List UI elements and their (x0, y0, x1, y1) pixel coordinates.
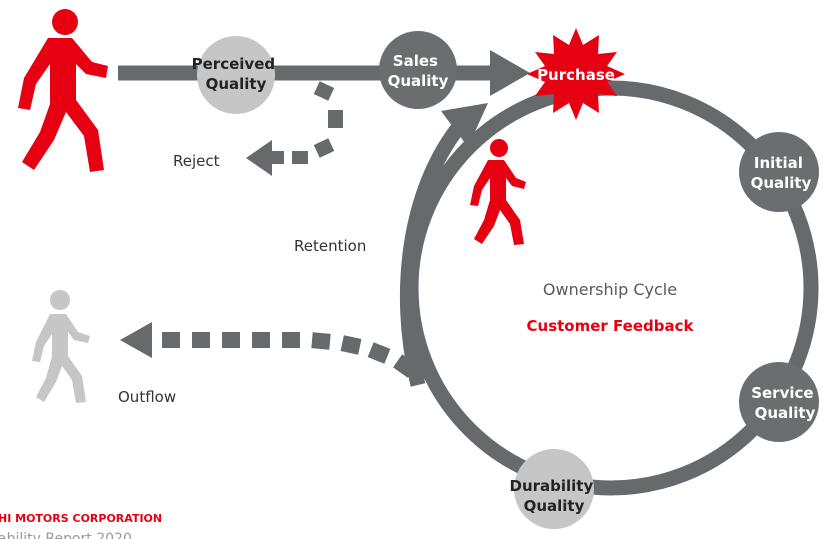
svg-text:Initial Quality: Initial Quality (751, 154, 812, 192)
outflow-label: Outflow (118, 388, 176, 406)
perceived-quality-node (197, 36, 275, 114)
service-quality-label-2: Quality (755, 404, 816, 422)
reject-arrow (246, 81, 343, 176)
svg-text:Perceived Quality: Perceived Quality (192, 55, 281, 93)
initial-quality-label-2: Quality (751, 174, 812, 192)
sales-quality-label-2: Quality (388, 72, 449, 90)
reject-label: Reject (173, 152, 220, 170)
walking-person-icon-large (18, 9, 108, 172)
retention-arrow (399, 123, 464, 387)
footer-company: HI MOTORS CORPORATION (0, 512, 162, 525)
svg-text:Durability Quality: Durability Quality (510, 477, 599, 515)
walking-person-icon-small (470, 139, 526, 245)
starburst-icon (527, 28, 625, 120)
svg-text:Service Quality: Service Quality (751, 384, 819, 422)
durability-quality-label-1: Durability (510, 477, 594, 495)
service-quality-label-1: Service (751, 384, 813, 402)
perceived-quality-label-1: Perceived (192, 55, 275, 73)
durability-quality-node (514, 449, 594, 529)
svg-text:Sales Quality: Sales Quality (388, 52, 449, 90)
walking-person-icon-gray (32, 290, 90, 403)
durability-quality-label-2: Quality (524, 497, 585, 515)
service-quality-node (739, 362, 819, 442)
sales-quality-node (379, 31, 457, 109)
ownership-cycle-label: Ownership Cycle (543, 280, 677, 299)
flow-arrowhead (490, 50, 530, 96)
purchase-label: Purchase (537, 66, 615, 84)
initial-quality-label-1: Initial (754, 154, 803, 172)
customer-feedback-label: Customer Feedback (527, 317, 695, 335)
retention-arrowhead (441, 103, 488, 147)
sales-quality-label-1: Sales (393, 52, 438, 70)
footer-report: ability Report 2020 (0, 531, 132, 539)
perceived-quality-label-2: Quality (206, 75, 267, 93)
retention-label: Retention (294, 237, 366, 255)
outflow-arrow (120, 322, 417, 378)
initial-quality-node (739, 132, 819, 212)
